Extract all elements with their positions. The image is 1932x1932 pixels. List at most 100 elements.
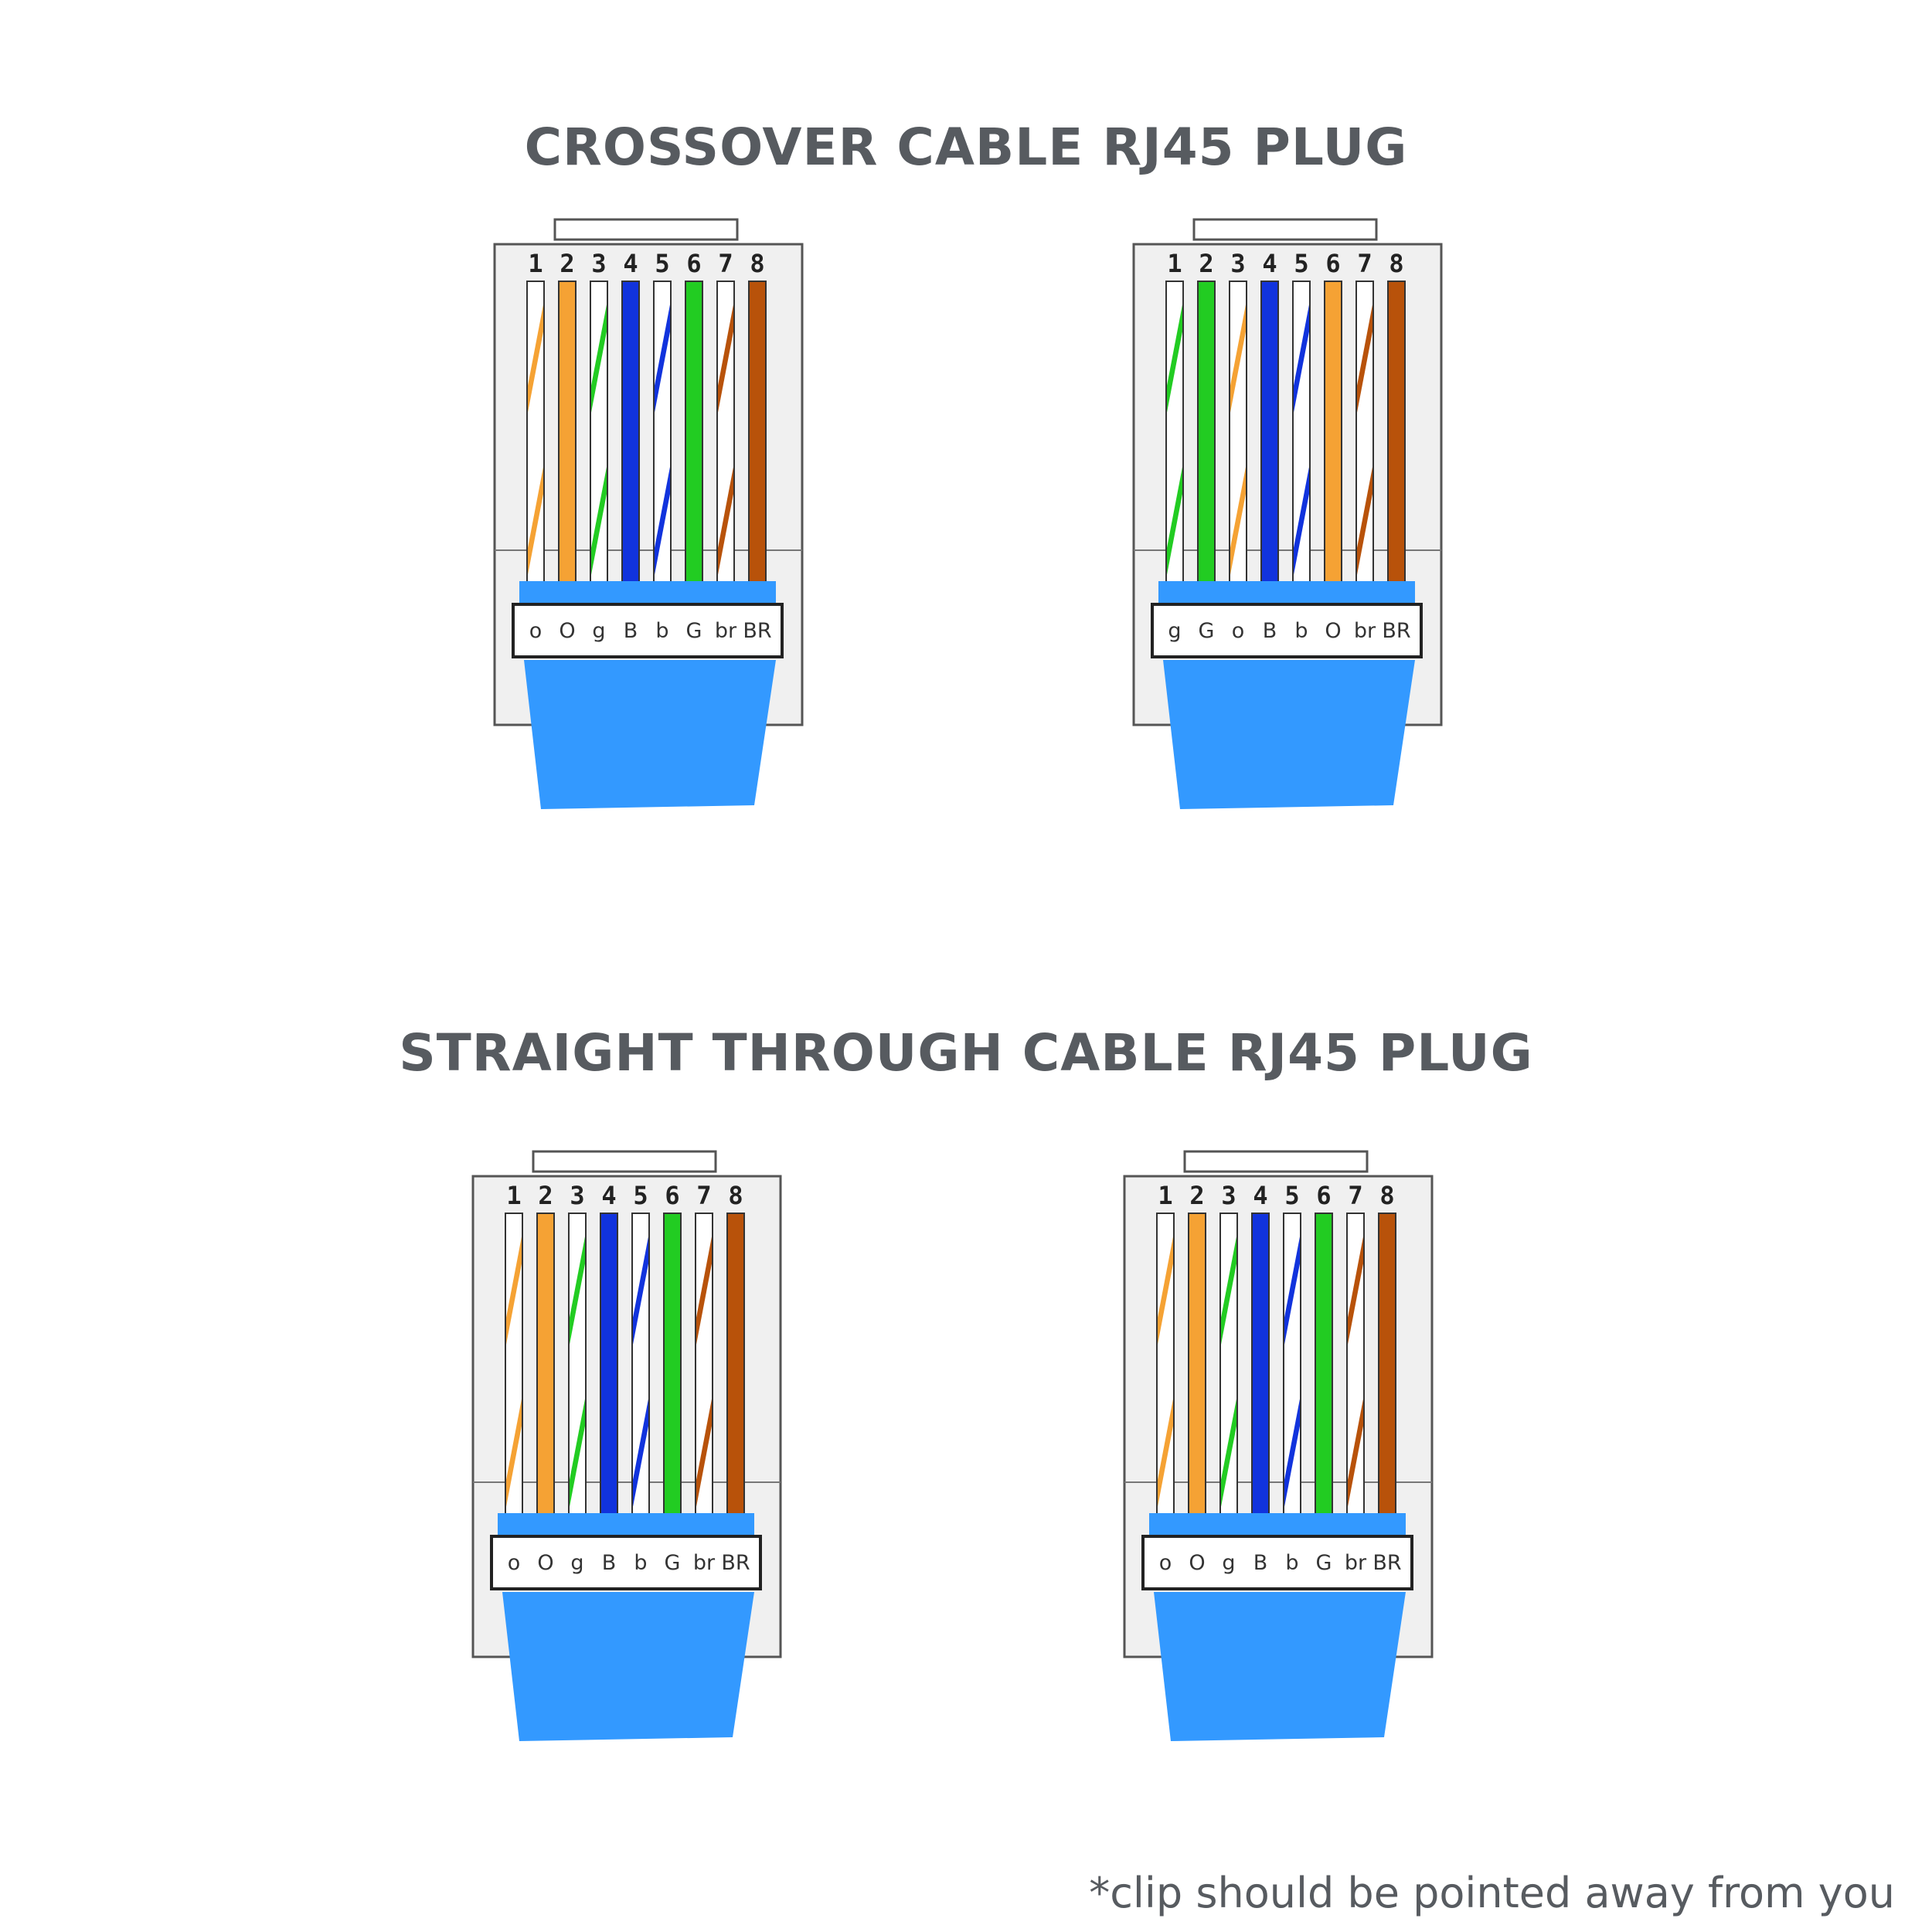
- stripe: [1167, 467, 1182, 575]
- pin-number-3: 3: [1221, 1181, 1236, 1210]
- color-code-box: [490, 1535, 762, 1590]
- wire-stripes: [1221, 1236, 1236, 1507]
- stripe: [1221, 1399, 1236, 1507]
- solid-wire: [621, 281, 640, 583]
- wire-stripes: [1357, 304, 1372, 575]
- crimp-band: [1158, 581, 1415, 604]
- pin-number-7: 7: [696, 1181, 711, 1210]
- stripe: [1221, 1236, 1236, 1345]
- stripe: [1284, 1236, 1300, 1345]
- solid-wire: [685, 281, 703, 583]
- stripe: [506, 1399, 522, 1507]
- wire-code-8: BR: [743, 619, 771, 643]
- cable-boot: [1154, 1592, 1406, 1741]
- stripe: [1167, 304, 1182, 413]
- pin-number-1: 1: [1158, 1181, 1172, 1210]
- wire-code-2: O: [1189, 1551, 1205, 1575]
- solid-wire: [1315, 1213, 1333, 1515]
- stripe: [1357, 467, 1372, 575]
- crimp-band: [498, 1513, 754, 1536]
- latch-tab: [1192, 218, 1378, 241]
- wire-code-7: br: [715, 619, 737, 643]
- pin-number-4: 4: [601, 1181, 616, 1210]
- wire-stripes: [1167, 304, 1182, 575]
- stripe: [591, 304, 607, 413]
- stripe: [1230, 304, 1246, 413]
- pin-number-5: 5: [633, 1181, 648, 1210]
- pin-number-4: 4: [1262, 249, 1277, 278]
- wire-code-1: o: [1159, 1551, 1172, 1575]
- stripe: [1357, 304, 1372, 413]
- solid-wire: [558, 281, 577, 583]
- crimp-band: [1149, 1513, 1406, 1536]
- solid-wire: [1387, 281, 1406, 583]
- wire-code-6: G: [1316, 1551, 1332, 1575]
- stripe: [1294, 467, 1309, 575]
- stripe: [696, 1399, 712, 1507]
- pin-number-6: 6: [665, 1181, 679, 1210]
- solid-wire: [1378, 1213, 1396, 1515]
- stripe: [591, 467, 607, 575]
- stripe: [1348, 1399, 1363, 1507]
- wire-code-6: G: [665, 1551, 681, 1575]
- pin-number-1: 1: [506, 1181, 521, 1210]
- pin-number-1: 1: [1167, 249, 1182, 278]
- color-code-box: [1151, 603, 1423, 658]
- wire-code-6: G: [686, 619, 702, 643]
- stripe: [570, 1236, 585, 1345]
- wire-stripes: [1348, 1236, 1363, 1507]
- pin-number-2: 2: [560, 249, 574, 278]
- wire-stripes: [655, 304, 670, 575]
- pin-number-3: 3: [591, 249, 606, 278]
- wire-code-5: b: [655, 619, 668, 643]
- footnote: *clip should be pointed away from you: [1089, 1869, 1895, 1917]
- wire-code-8: BR: [721, 1551, 750, 1575]
- wire-stripes: [1294, 304, 1309, 575]
- wire-code-2: G: [1199, 619, 1215, 643]
- wire-code-4: B: [624, 619, 638, 643]
- solid-wire: [536, 1213, 555, 1515]
- solid-wire: [663, 1213, 682, 1515]
- wire-code-2: O: [537, 1551, 553, 1575]
- color-code-box: [512, 603, 784, 658]
- stripe: [1230, 467, 1246, 575]
- stripe: [633, 1236, 648, 1345]
- solid-wire: [1188, 1213, 1206, 1515]
- wire-code-4: B: [1263, 619, 1277, 643]
- wire-code-8: BR: [1372, 1551, 1401, 1575]
- solid-wire: [1260, 281, 1279, 583]
- stripe: [1158, 1399, 1173, 1507]
- solid-wire: [1251, 1213, 1270, 1515]
- pin-number-7: 7: [1357, 249, 1372, 278]
- wire-code-4: B: [602, 1551, 617, 1575]
- wire-code-1: o: [508, 1551, 521, 1575]
- pin-number-4: 4: [1253, 1181, 1267, 1210]
- wire-code-7: br: [693, 1551, 716, 1575]
- wire-code-5: b: [1285, 1551, 1298, 1575]
- wire-code-5: b: [1294, 619, 1308, 643]
- wire-code-8: BR: [1382, 619, 1410, 643]
- pin-number-7: 7: [1348, 1181, 1362, 1210]
- wire-stripes: [633, 1236, 648, 1507]
- wire-code-7: br: [1354, 619, 1376, 643]
- stripe: [1158, 1236, 1173, 1345]
- pin-number-6: 6: [1325, 249, 1340, 278]
- wire-stripes: [1158, 1236, 1173, 1507]
- stripe: [506, 1236, 522, 1345]
- cable-boot: [524, 660, 776, 809]
- stripe: [570, 1399, 585, 1507]
- latch-tab: [553, 218, 739, 241]
- pin-number-2: 2: [538, 1181, 553, 1210]
- stripe: [1284, 1399, 1300, 1507]
- cable-boot: [1163, 660, 1415, 809]
- pin-number-8: 8: [728, 1181, 743, 1210]
- pin-number-6: 6: [1316, 1181, 1331, 1210]
- wire-code-3: g: [1222, 1551, 1235, 1575]
- pin-number-3: 3: [1230, 249, 1245, 278]
- pin-number-7: 7: [718, 249, 733, 278]
